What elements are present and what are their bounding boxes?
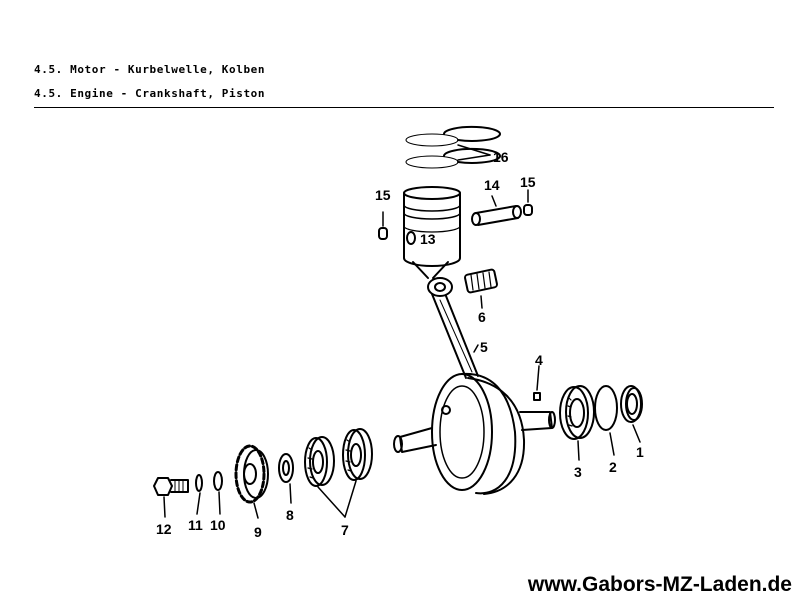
piston xyxy=(403,186,461,279)
bearing-left-outer xyxy=(342,428,373,481)
leader-lines xyxy=(163,144,641,519)
callout-11: 11 xyxy=(188,517,203,533)
spacer-ring xyxy=(278,453,294,483)
lock-washer xyxy=(195,474,203,492)
seal-ring xyxy=(620,385,643,423)
piston-rings xyxy=(405,125,501,169)
footer-website: www.Gabors-MZ-Laden.de xyxy=(527,573,792,596)
callout-8: 8 xyxy=(286,507,294,523)
washer xyxy=(213,471,223,491)
callout-1: 1 xyxy=(636,444,644,460)
circlip-right xyxy=(523,204,533,216)
callout-16: 16 xyxy=(493,149,509,165)
circlip-left xyxy=(378,227,388,240)
piston-pin xyxy=(471,205,522,226)
bearing-right xyxy=(559,385,595,440)
callout-2: 2 xyxy=(609,459,617,475)
callout-12: 12 xyxy=(156,521,172,537)
bearing-left-inner xyxy=(304,436,335,487)
callout-5: 5 xyxy=(480,339,488,355)
shim-ring xyxy=(594,385,618,431)
callout-15-right: 15 xyxy=(520,174,536,190)
crankshaft xyxy=(393,372,556,495)
woodruff-key xyxy=(533,392,541,401)
needle-bearing xyxy=(464,268,498,294)
sprocket xyxy=(234,444,269,504)
callout-4: 4 xyxy=(535,352,543,368)
header-rule xyxy=(34,107,774,108)
callout-15-left: 15 xyxy=(375,187,391,203)
header-title-german: 4.5. Motor - Kurbelwelle, Kolben xyxy=(34,63,266,76)
connecting-rod xyxy=(427,277,479,379)
bolt xyxy=(153,477,189,496)
callout-10: 10 xyxy=(210,517,226,533)
callout-6: 6 xyxy=(478,309,486,325)
callout-3: 3 xyxy=(574,464,582,480)
callout-9: 9 xyxy=(254,524,262,540)
callout-7: 7 xyxy=(341,522,349,538)
header-title-english: 4.5. Engine - Crankshaft, Piston xyxy=(34,87,266,100)
callout-14: 14 xyxy=(484,177,500,193)
callout-13: 13 xyxy=(420,231,436,247)
